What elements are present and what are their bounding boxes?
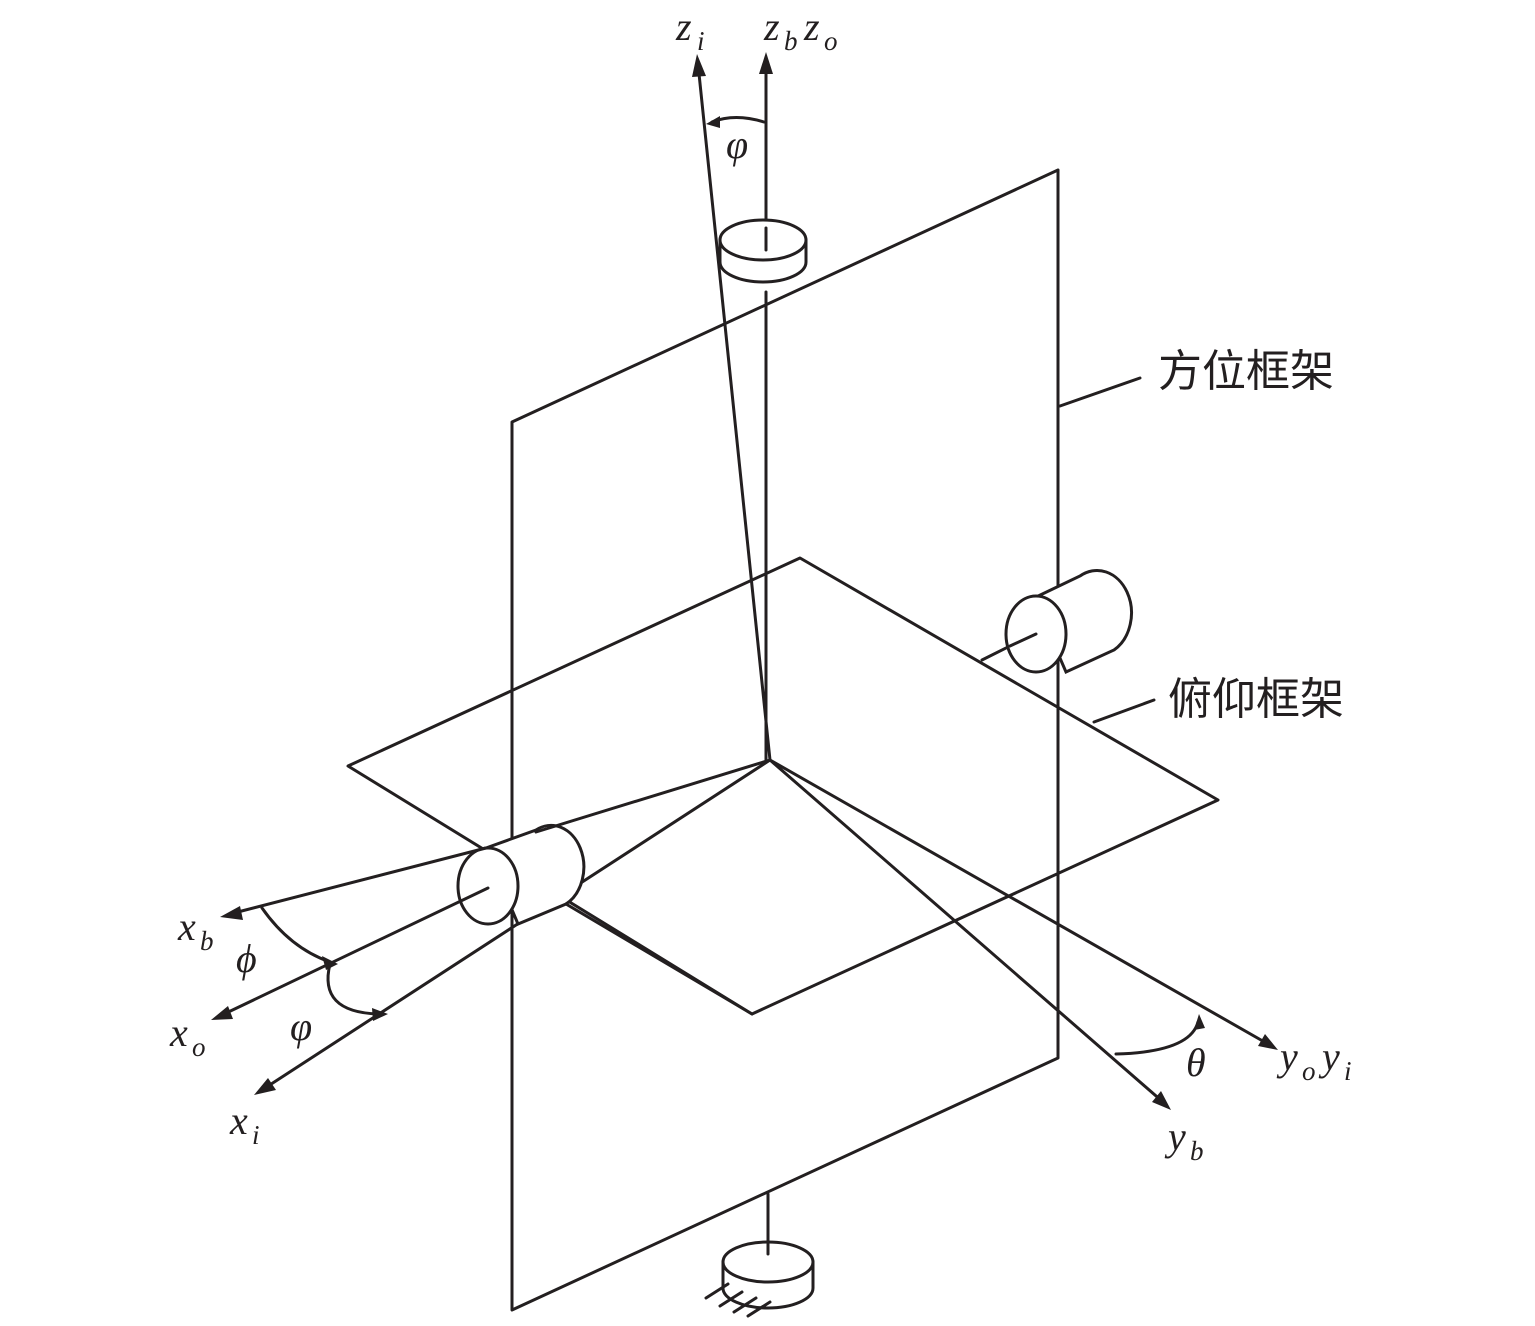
svg-text:x: x	[169, 1010, 188, 1055]
svg-text:y: y	[1276, 1034, 1298, 1079]
right-pitch-motor	[980, 568, 1133, 675]
angle-psi-top: φ	[726, 122, 748, 167]
psi-left-arc	[326, 962, 388, 1021]
svg-text:x: x	[177, 904, 196, 949]
azimuth-frame-label: 方位框架	[1158, 346, 1334, 397]
label-y-i: y i	[1318, 1034, 1352, 1086]
callout-leaders	[1058, 376, 1156, 724]
x-o-axis	[211, 886, 490, 1020]
label-x-b: x b	[177, 904, 214, 956]
z-i-axis	[692, 54, 772, 762]
phi-arc	[260, 906, 338, 970]
x-i-axis	[254, 758, 772, 1095]
label-x-i: x i	[229, 1098, 260, 1150]
pitch-frame-label: 俯仰框架	[1168, 674, 1344, 725]
azimuth-frame	[510, 168, 1060, 1312]
svg-text:i: i	[697, 26, 705, 56]
svg-text:y: y	[1318, 1034, 1340, 1079]
svg-text:b: b	[200, 926, 214, 956]
svg-text:b: b	[1190, 1136, 1204, 1166]
angle-phi: ϕ	[236, 936, 257, 981]
svg-text:i: i	[252, 1120, 260, 1150]
svg-text:z: z	[803, 4, 820, 49]
svg-text:o: o	[1302, 1056, 1316, 1086]
label-z-b: z b	[763, 4, 798, 56]
label-z-o: z o	[803, 4, 838, 56]
y-o-y-i-axis	[768, 758, 1278, 1050]
svg-text:z: z	[675, 4, 692, 49]
theta-arc	[1114, 1014, 1205, 1056]
svg-text:i: i	[1344, 1056, 1352, 1086]
z-b-z-o-axis	[759, 52, 773, 762]
svg-text:o: o	[824, 26, 838, 56]
svg-text:y: y	[1164, 1114, 1186, 1159]
label-y-b: y b	[1164, 1114, 1204, 1166]
svg-text:b: b	[784, 26, 798, 56]
label-z-i: z i	[675, 4, 705, 56]
base-motor	[704, 1192, 815, 1318]
svg-text:z: z	[763, 4, 780, 49]
ground-hatch	[704, 1282, 772, 1318]
top-azimuth-motor	[718, 218, 808, 284]
label-x-o: x o	[169, 1010, 206, 1062]
svg-text:x: x	[229, 1098, 248, 1143]
pitch-frame-front-edge	[564, 902, 754, 1016]
angle-theta: θ	[1186, 1040, 1206, 1085]
psi-top-arc	[706, 116, 766, 128]
front-pitch-motor	[456, 823, 586, 926]
label-y-o: y o	[1276, 1034, 1316, 1086]
x-b-axis	[220, 758, 772, 920]
svg-text:o: o	[192, 1032, 206, 1062]
angle-psi-left: φ	[290, 1004, 312, 1049]
y-b-axis	[768, 758, 1171, 1110]
